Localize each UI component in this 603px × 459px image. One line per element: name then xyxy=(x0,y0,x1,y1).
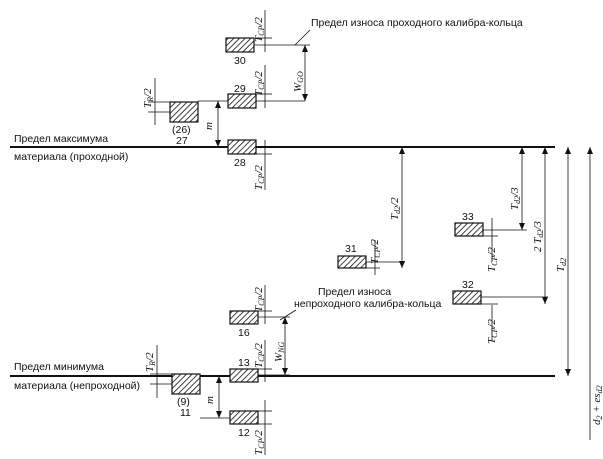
arrow-heads xyxy=(215,45,593,418)
tcp-29-symbol: TCP/2 xyxy=(253,71,266,96)
two-td2-third-symbol: 2 Td2/3 xyxy=(532,221,545,252)
max-material-label-2: материала (проходной) xyxy=(14,151,128,163)
box-28 xyxy=(227,139,257,155)
box-33 xyxy=(454,222,484,237)
box-30 xyxy=(225,37,255,53)
box-26-27 xyxy=(169,101,199,123)
box-12 xyxy=(229,410,259,425)
box-16 xyxy=(229,310,259,325)
wear-nogo-leader xyxy=(279,309,297,321)
box-13 xyxy=(229,368,259,383)
box-13-label: 13 xyxy=(238,357,250,369)
box-28-label: 28 xyxy=(234,157,246,169)
limit-labels: Предел износа проходного калибра-кольца … xyxy=(14,17,523,392)
wear-go-leader xyxy=(294,29,311,46)
box-numbers: 30 29 (26) 27 28 31 33 32 16 13 (9) 11 1… xyxy=(172,55,474,439)
tcp-30-symbol: TCP/2 xyxy=(253,17,266,42)
wear-go-label: Предел износа проходного калибра-кольца xyxy=(311,17,523,29)
wear-nogo-label-2: непроходного калибра-кольца xyxy=(294,298,442,310)
box-16-label: 16 xyxy=(238,327,250,339)
reference-lines xyxy=(10,146,555,377)
td2-symbol: Td2 xyxy=(555,258,568,272)
tcp-12-symbol: TCP/2 xyxy=(253,430,266,455)
dimension-lines xyxy=(148,10,591,455)
box-31 xyxy=(337,255,367,269)
wear-nogo-label-1: Предел износа xyxy=(318,286,391,298)
box-26-label: (26) xyxy=(172,124,191,136)
tcp-32-symbol: TCP/2 xyxy=(486,319,499,344)
box-9-label: (9) xyxy=(177,396,190,408)
tolerance-boxes xyxy=(169,37,484,425)
dimension-symbols: TCP/2 TCP/2 WGO TR/2 m TCP/2 Td2/2 TCP/2… xyxy=(142,17,603,455)
tr-lower-symbol: TR/2 xyxy=(144,352,157,372)
min-material-label-1: Предел минимума xyxy=(14,361,104,373)
box-32 xyxy=(452,290,482,305)
min-material-label-2: материала (непроходной) xyxy=(14,380,140,392)
tr-upper-symbol: TR/2 xyxy=(142,88,155,108)
d2-es-symbol: d2 + esd2 xyxy=(591,385,603,425)
wgo-symbol: WGO xyxy=(292,71,305,92)
box-31-label: 31 xyxy=(345,243,357,255)
wng-symbol: WNG xyxy=(273,341,286,362)
box-33-label: 33 xyxy=(462,211,474,223)
td2-half-symbol: Td2/2 xyxy=(389,197,402,220)
m-lower-symbol: m xyxy=(204,396,216,404)
tcp-31-symbol: TCP/2 xyxy=(369,239,382,264)
td2-third-symbol: Td2/3 xyxy=(509,187,522,210)
m-upper-symbol: m xyxy=(203,122,215,130)
box-27-label: 27 xyxy=(176,135,188,147)
box-32-label: 32 xyxy=(462,279,474,291)
box-29 xyxy=(227,93,257,109)
box-29-label: 29 xyxy=(234,83,246,95)
box-11-label: 11 xyxy=(180,407,191,419)
box-30-label: 30 xyxy=(234,55,246,67)
tcp-16-symbol: TCP/2 xyxy=(253,287,266,312)
box-9-11 xyxy=(171,373,201,395)
box-12-label: 12 xyxy=(238,427,250,439)
tcp-13-symbol: TCP/2 xyxy=(253,343,266,368)
tcp-28-symbol: TCP/2 xyxy=(253,165,266,190)
tcp-33-symbol: TCP/2 xyxy=(486,247,499,272)
max-material-label-1: Предел максимума xyxy=(14,133,108,145)
